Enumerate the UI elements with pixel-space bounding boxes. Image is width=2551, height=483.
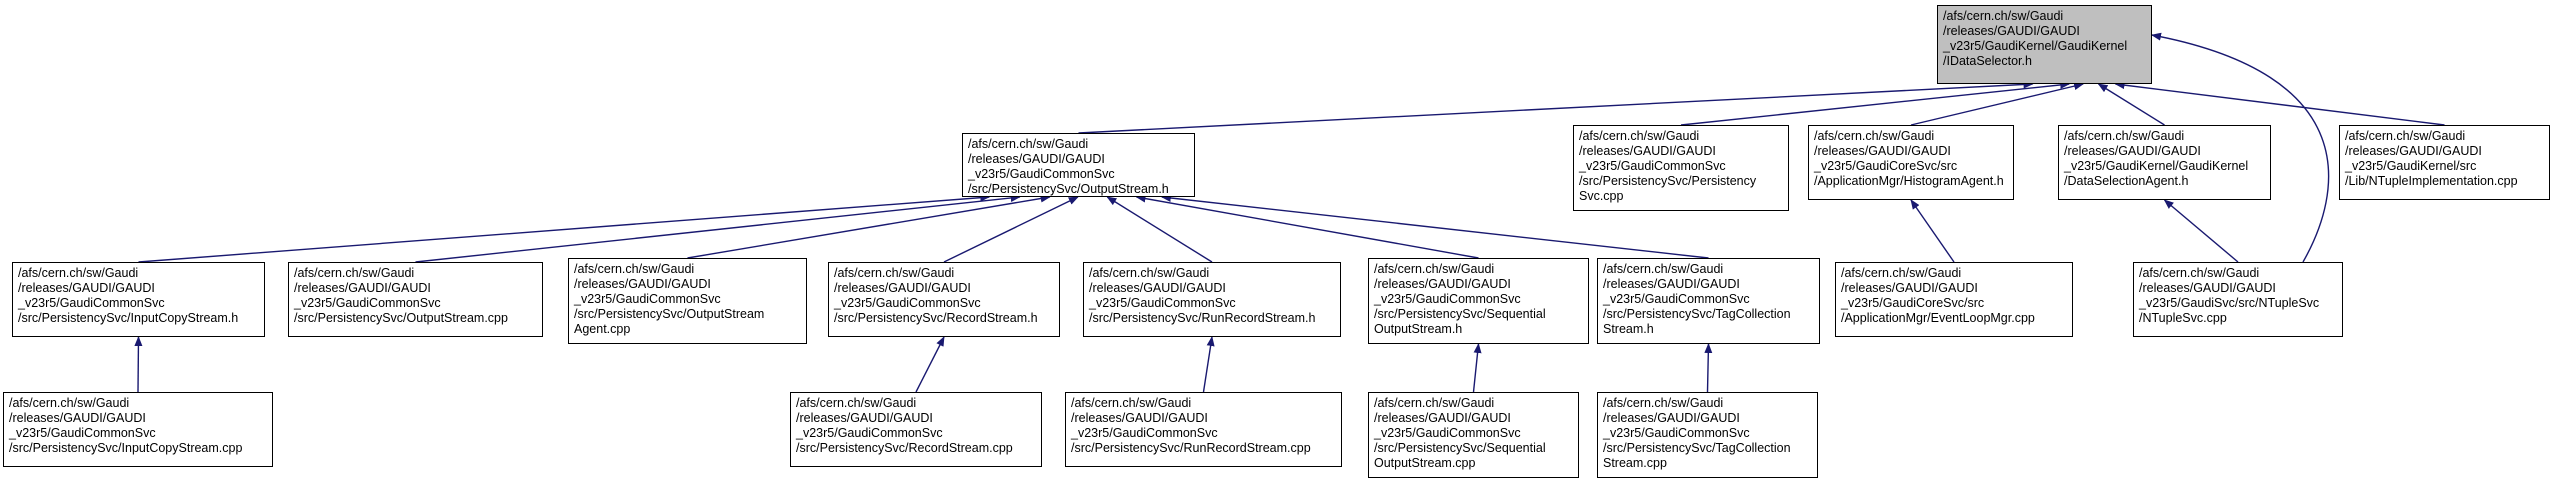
node-runrecordstream-h[interactable]: /afs/cern.ch/sw/Gaudi /releases/GAUDI/GA… — [1083, 262, 1341, 337]
edge-tagcollectionstream_cpp-to-tagcollectionstream_h — [1704, 343, 1713, 393]
node-inputcopystream-h[interactable]: /afs/cern.ch/sw/Gaudi /releases/GAUDI/GA… — [12, 262, 265, 337]
node-ntupleimplementation-cpp[interactable]: /afs/cern.ch/sw/Gaudi /releases/GAUDI/GA… — [2339, 125, 2550, 200]
edge-inputcopystream_cpp-to-inputcopystream_h — [134, 336, 143, 393]
node-eventloopmgr-cpp[interactable]: /afs/cern.ch/sw/Gaudi /releases/GAUDI/GA… — [1835, 262, 2073, 337]
edge-sequentialoutputstream_h-to-outputstream_h — [1135, 194, 1479, 259]
edge-ntuplesvc_cpp-to-dataselectionagent_h — [2163, 199, 2239, 263]
edge-outputstreamagent_cpp-to-outputstream_h — [687, 194, 1051, 259]
node-recordstream-h[interactable]: /afs/cern.ch/sw/Gaudi /releases/GAUDI/GA… — [828, 262, 1060, 337]
node-persistencysvc-cpp[interactable]: /afs/cern.ch/sw/Gaudi /releases/GAUDI/GA… — [1573, 125, 1789, 211]
edge-inputcopystream_h-to-outputstream_h — [138, 193, 991, 263]
node-recordstream-cpp[interactable]: /afs/cern.ch/sw/Gaudi /releases/GAUDI/GA… — [790, 392, 1042, 467]
edge-outputstream_cpp-to-outputstream_h — [415, 193, 1021, 263]
edge-histogramagent_h-to-idataselector — [1910, 82, 2085, 126]
edge-runrecordstream_cpp-to-runrecordstream_h — [1202, 336, 1215, 393]
edge-outputstream_h-to-idataselector — [1078, 80, 2034, 134]
node-tagcollectionstream-cpp[interactable]: /afs/cern.ch/sw/Gaudi /releases/GAUDI/GA… — [1597, 392, 1818, 478]
node-sequentialoutputstream-h[interactable]: /afs/cern.ch/sw/Gaudi /releases/GAUDI/GA… — [1368, 258, 1589, 344]
node-sequentialoutputstream-cpp[interactable]: /afs/cern.ch/sw/Gaudi /releases/GAUDI/GA… — [1368, 392, 1579, 478]
edge-recordstream_h-to-outputstream_h — [943, 196, 1079, 263]
edge-recordstream_cpp-to-recordstream_h — [915, 336, 945, 393]
node-outputstream-h[interactable]: /afs/cern.ch/sw/Gaudi /releases/GAUDI/GA… — [962, 133, 1195, 197]
node-runrecordstream-cpp[interactable]: /afs/cern.ch/sw/Gaudi /releases/GAUDI/GA… — [1065, 392, 1342, 467]
edge-persistencysvc_cpp-to-idataselector — [1680, 80, 2071, 126]
edge-eventloopmgr_cpp-to-histogramagent_h — [1910, 199, 1955, 263]
node-histogramagent-h[interactable]: /afs/cern.ch/sw/Gaudi /releases/GAUDI/GA… — [1808, 125, 2014, 200]
node-dataselectionagent-h[interactable]: /afs/cern.ch/sw/Gaudi /releases/GAUDI/GA… — [2058, 125, 2271, 200]
edge-sequentialoutputstream_cpp-to-sequentialoutputstream_h — [1472, 343, 1482, 393]
node-idataselector-h[interactable]: /afs/cern.ch/sw/Gaudi /releases/GAUDI/GA… — [1937, 5, 2152, 84]
edge-ntupleimpl_cpp-to-idataselector — [2114, 81, 2445, 126]
edge-tagcollectionstream_h-to-outputstream_h — [1160, 194, 1709, 259]
edge-runrecordstream_h-to-outputstream_h — [1106, 196, 1213, 263]
node-outputstream-cpp[interactable]: /afs/cern.ch/sw/Gaudi /releases/GAUDI/GA… — [288, 262, 543, 337]
node-tagcollectionstream-h[interactable]: /afs/cern.ch/sw/Gaudi /releases/GAUDI/GA… — [1597, 258, 1820, 344]
node-ntuplesvc-cpp[interactable]: /afs/cern.ch/sw/Gaudi /releases/GAUDI/GA… — [2133, 262, 2343, 337]
node-outputstreamagent-cpp[interactable]: /afs/cern.ch/sw/Gaudi /releases/GAUDI/GA… — [568, 258, 807, 344]
edge-dataselectionagent_h-to-idataselector — [2097, 83, 2165, 126]
node-inputcopystream-cpp[interactable]: /afs/cern.ch/sw/Gaudi /releases/GAUDI/GA… — [3, 392, 273, 467]
edge-ntuplesvc_cpp-to-idataselector — [2151, 32, 2330, 263]
